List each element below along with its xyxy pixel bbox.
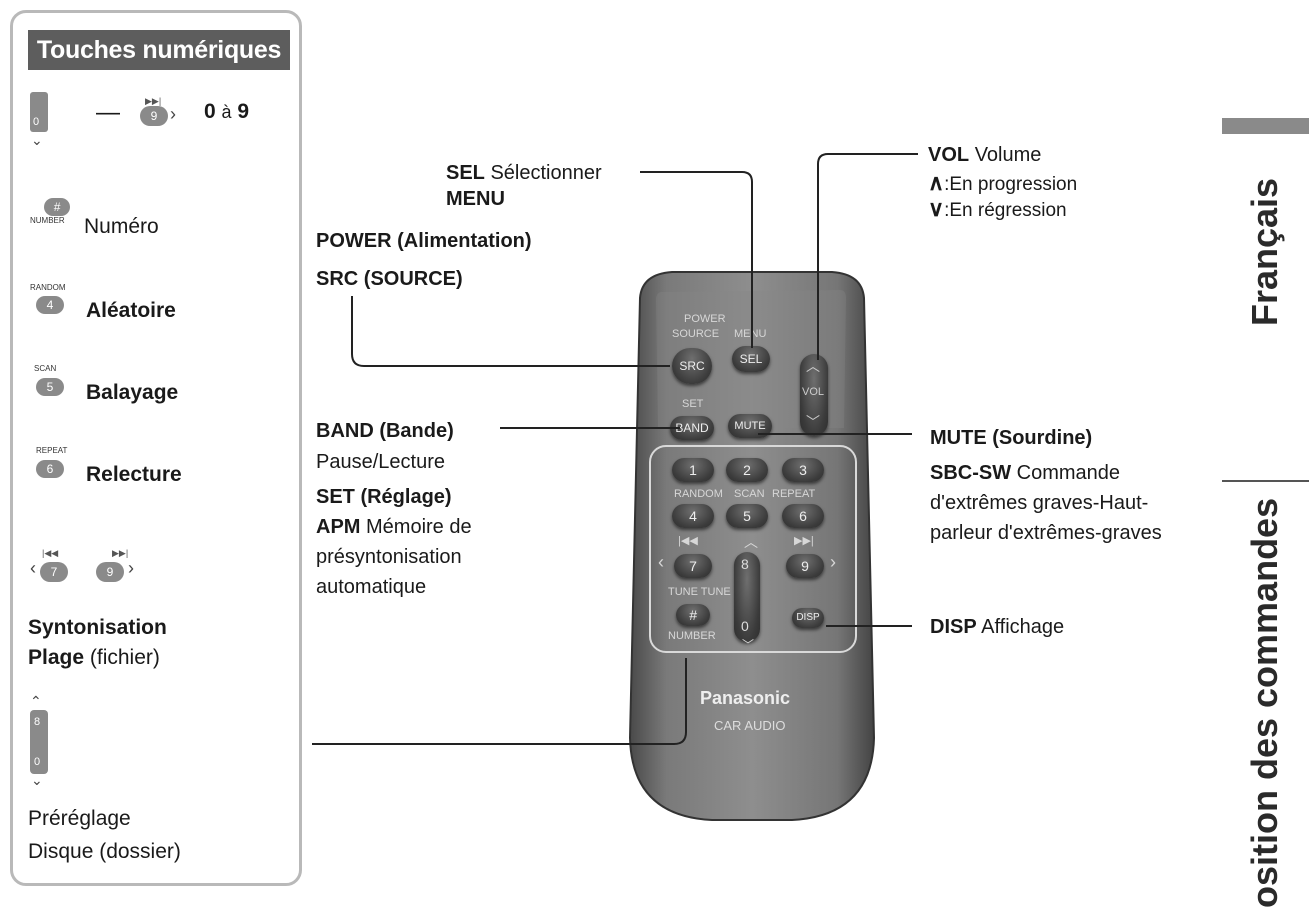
key-6-icon: 6	[36, 460, 64, 478]
key-7-icon: 7	[40, 562, 68, 582]
key-9-button[interactable]: 9	[786, 554, 824, 578]
number-button[interactable]: #	[676, 604, 710, 626]
sel-callout: SEL Sélectionner	[446, 162, 602, 184]
key-7-button[interactable]: 7	[674, 554, 712, 578]
sbc-text3: parleur d'extrêmes-graves	[930, 522, 1162, 544]
key-8-label[interactable]: 8	[741, 556, 749, 572]
repeat-label: REPEAT	[772, 488, 816, 500]
vol-callout: VOL Volume	[928, 144, 1042, 166]
range-dash: —	[96, 99, 120, 126]
numeric-area-outline	[649, 445, 857, 653]
sbc-callout: SBC-SW Commande	[930, 462, 1121, 484]
number-text: Numéro	[84, 215, 159, 238]
vol-label: VOL	[802, 386, 825, 398]
tune-line2: Plage (fichier)	[28, 646, 160, 669]
vol-up-icon[interactable]: ︿	[806, 358, 820, 374]
random-label: RANDOM	[674, 488, 723, 500]
chevron-right-icon: ›	[128, 558, 134, 578]
range-label: 0 à 9	[204, 100, 250, 123]
band-text: Pause/Lecture	[316, 451, 445, 473]
next-track-icon: ▶▶|	[794, 535, 814, 547]
power-callout: POWER (Alimentation)	[316, 230, 532, 252]
car-audio-label: CAR AUDIO	[714, 718, 786, 733]
up-arrow-icon: ︿	[744, 534, 758, 550]
disp-callout: DISP Affichage	[930, 616, 1065, 638]
menu-callout: MENU	[446, 188, 505, 210]
chevron-down-icon: ⌄	[31, 772, 43, 788]
scan-text: Balayage	[86, 381, 179, 404]
chevron-right-icon: ›	[830, 552, 836, 572]
apm-text3: automatique	[316, 576, 427, 598]
key-8-0-icon: 8 0	[30, 710, 48, 774]
sel-button[interactable]: SEL	[732, 346, 770, 372]
random-text: Aléatoire	[86, 299, 176, 322]
tab-marker	[1222, 118, 1309, 134]
number-key-icon: # NUMBER	[30, 198, 74, 228]
preset-line2: Disque (dossier)	[28, 840, 181, 863]
key-9-icon: 9	[96, 562, 124, 582]
key-4-icon: 4	[36, 296, 64, 314]
number-label: NUMBER	[668, 630, 716, 642]
caret-up-icon: ∧	[928, 170, 945, 195]
chevron-up-icon: ⌃	[30, 693, 42, 709]
vol-down-text: ∨:En régression	[928, 196, 1067, 221]
vol-down-icon[interactable]: ﹀	[806, 414, 820, 430]
key-5-button[interactable]: 5	[726, 504, 768, 528]
language-tab: Français	[1244, 177, 1285, 326]
key-9-icon: 9	[140, 106, 168, 126]
source-label: SOURCE	[672, 328, 720, 340]
scan-tag: SCAN	[34, 364, 57, 373]
chevron-right-icon: ›	[170, 104, 176, 124]
band-callout: BAND (Bande)	[316, 420, 454, 442]
prev-track-icon: |◀◀	[678, 535, 698, 547]
src-button[interactable]: SRC	[672, 348, 712, 384]
volume-rocker[interactable]: ︿ VOL ﹀	[800, 354, 828, 436]
preset-line1: Préréglage	[28, 807, 131, 830]
down-arrow-icon: ﹀	[742, 638, 755, 652]
set-callout: SET (Réglage)	[316, 486, 452, 508]
tune-line1: Syntonisation	[28, 616, 167, 639]
key-0-label[interactable]: 0	[741, 618, 749, 634]
disp-button[interactable]: DISP	[792, 608, 824, 628]
section-tab: osition des commandes	[1244, 497, 1285, 908]
key-5-icon: 5	[36, 378, 64, 396]
chevron-left-icon: ‹	[658, 552, 664, 572]
key-6-button[interactable]: 6	[782, 504, 824, 528]
mute-callout: MUTE (Sourdine)	[930, 427, 1093, 449]
set-label: SET	[682, 398, 704, 410]
apm-text2: présyntonisation	[316, 546, 462, 568]
numeric-keys-panel	[10, 10, 302, 886]
key-4-button[interactable]: 4	[672, 504, 714, 528]
menu-label: MENU	[734, 328, 767, 340]
next-track-icon: ▶▶|	[145, 96, 162, 106]
scan-label: SCAN	[734, 488, 765, 500]
chevron-down-icon: ⌄	[31, 132, 43, 148]
repeat-text: Relecture	[86, 463, 182, 486]
remote-control: POWER SOURCE MENU SRC SEL ︿ VOL ﹀ SET BA…	[622, 268, 880, 824]
sbc-text2: d'extrêmes graves-Haut-	[930, 492, 1149, 514]
caret-down-icon: ∨	[928, 196, 945, 221]
key-1-button[interactable]: 1	[672, 458, 714, 482]
panel-title: Touches numériques	[28, 30, 290, 70]
apm-callout: APM Mémoire de	[316, 516, 472, 538]
brand-logo: Panasonic	[700, 688, 791, 708]
power-label: POWER	[684, 313, 726, 325]
tune-label: TUNE TUNE	[668, 586, 731, 598]
random-tag: RANDOM	[30, 283, 66, 292]
vol-up-text: ∧:En progression	[928, 170, 1078, 195]
key-8-0-rocker[interactable]: 8 0	[734, 552, 760, 642]
key-2-button[interactable]: 2	[726, 458, 768, 482]
prev-track-icon: |◀◀	[42, 548, 59, 558]
tab-separator	[1222, 480, 1309, 482]
src-callout: SRC (SOURCE)	[316, 268, 463, 290]
repeat-tag: REPEAT	[36, 446, 68, 455]
key-0-icon: 0	[30, 92, 48, 132]
next-track-icon: ▶▶|	[112, 548, 129, 558]
key-3-button[interactable]: 3	[782, 458, 824, 482]
chevron-left-icon: ‹	[30, 558, 36, 578]
